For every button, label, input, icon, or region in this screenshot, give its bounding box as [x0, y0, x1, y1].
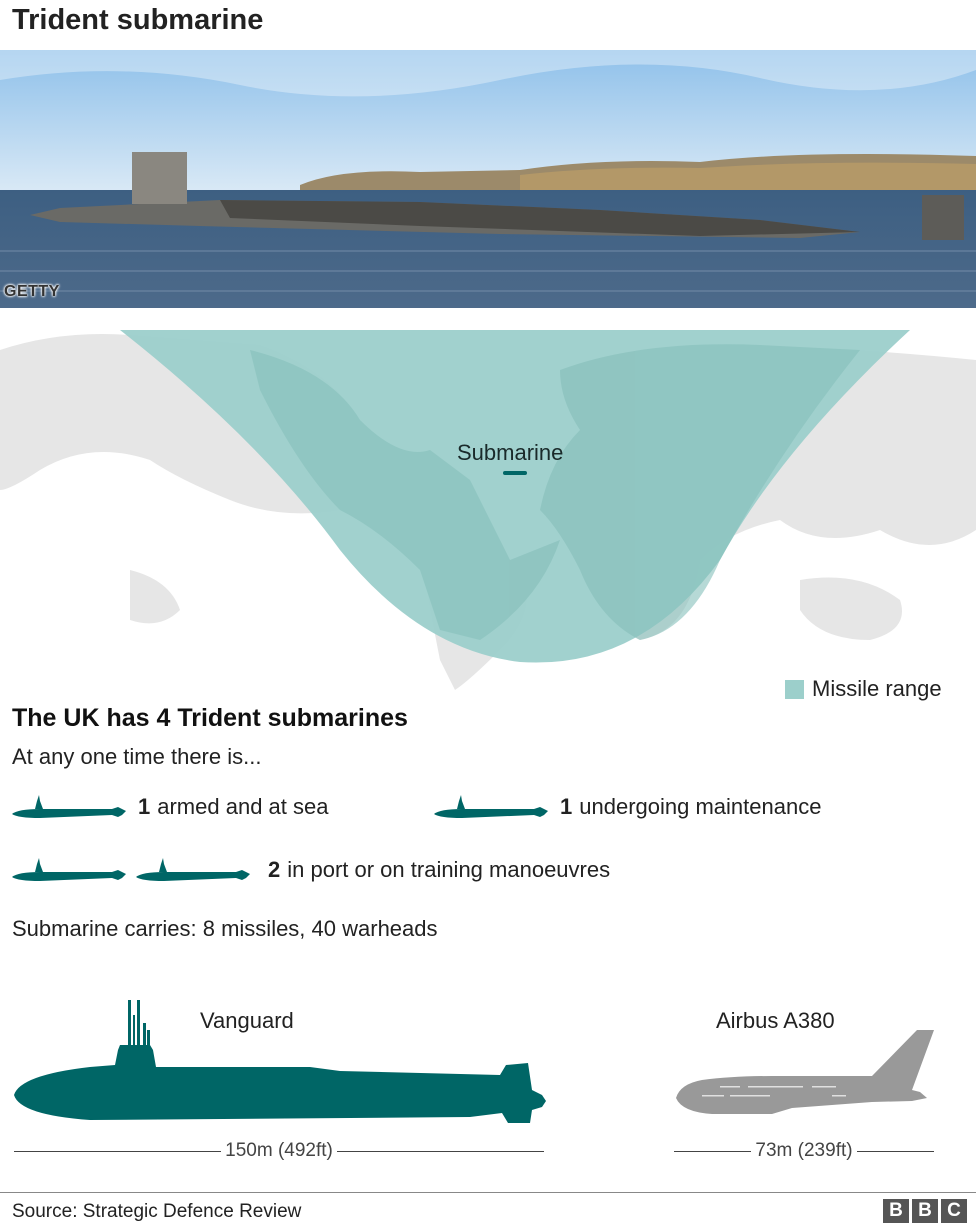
fleet-item-armed: 1 armed and at sea [10, 792, 328, 822]
submarine-payload: Submarine carries: 8 missiles, 40 warhea… [12, 916, 438, 941]
vanguard-length: 150m (492ft) [14, 1140, 545, 1162]
a380-length: 73m (239ft) [674, 1140, 934, 1162]
legend-label: Missile range [812, 676, 942, 701]
fleet-heading: The UK has 4 Trident submarines [12, 704, 408, 732]
submarine-icon [434, 795, 548, 818]
submarine-icon [12, 795, 126, 818]
vanguard-label: Vanguard [200, 1008, 294, 1033]
map-legend: Missile range [785, 676, 942, 702]
submarine-icon [136, 858, 250, 881]
fleet-item-port: 2 in port or on training manoeuvres [10, 855, 610, 885]
page-title: Trident submarine [12, 4, 264, 36]
footer-divider [0, 1192, 976, 1193]
submarine-photo [0, 50, 976, 308]
legend-swatch [785, 679, 804, 699]
map-graphic [0, 330, 976, 690]
bbc-logo: B B C [883, 1199, 967, 1223]
photo-image [0, 50, 976, 308]
fleet-item-maintenance: 1 undergoing maintenance [432, 792, 821, 822]
photo-credit: GETTY [4, 283, 60, 300]
source-note: Source: Strategic Defence Review [12, 1201, 302, 1222]
submarine-icon [12, 858, 126, 881]
a380-silhouette-icon [676, 1030, 934, 1114]
submarine-location-label: Submarine [457, 440, 564, 465]
vanguard-silhouette-icon [14, 1000, 546, 1123]
submarine-marker-icon [503, 471, 527, 475]
world-map [0, 330, 976, 700]
a380-label: Airbus A380 [716, 1008, 835, 1033]
fleet-subheading: At any one time there is... [12, 744, 262, 769]
